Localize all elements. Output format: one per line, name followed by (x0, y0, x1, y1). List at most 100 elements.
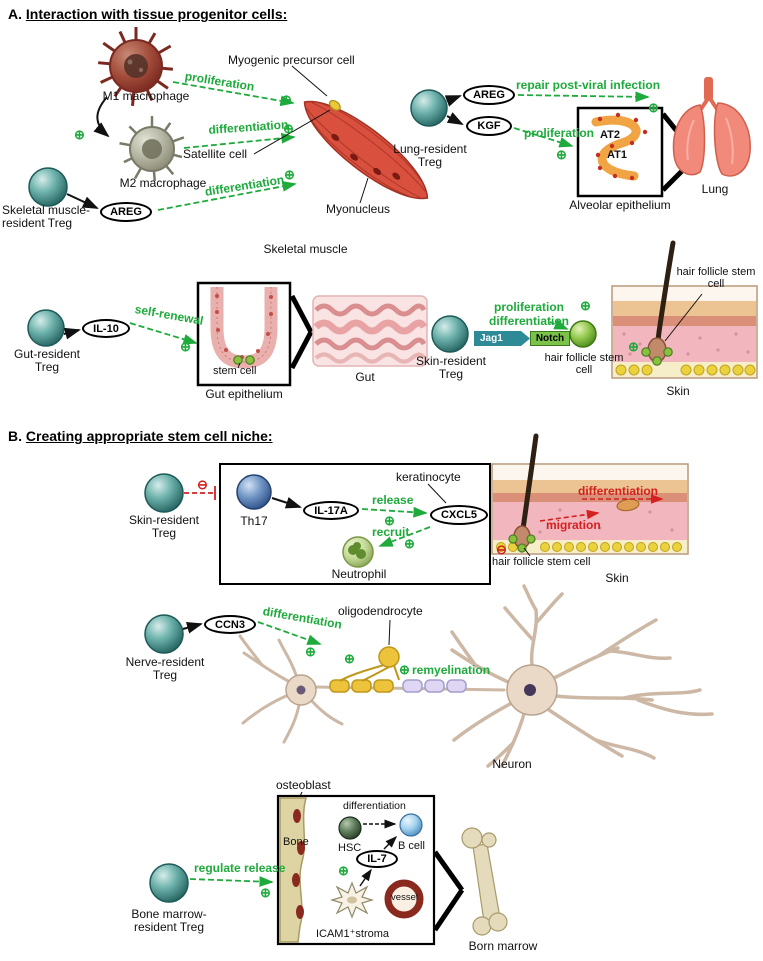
plus-symbol: ⊕ (628, 339, 639, 354)
treg-to-il10-arrow (63, 327, 81, 340)
niche-box-skin (219, 463, 491, 585)
b-cell-label: B cell (398, 840, 425, 852)
right-neuron-drawing (450, 584, 714, 768)
bone-marrow-treg-cell (149, 863, 189, 903)
plus-symbol: ⊕ (281, 92, 292, 107)
at2-label: AT2 (600, 129, 620, 141)
differentiation-label-skin: differentiation (489, 314, 569, 328)
neutrophil-label: Neutrophil (331, 567, 387, 581)
bone-marrow-treg-label: Bone marrow-resident Treg (131, 907, 207, 935)
gut-treg-label: Gut-resident Treg (13, 347, 81, 375)
plus-symbol: ⊕ (260, 885, 271, 900)
th17-cell (236, 474, 272, 510)
treg-to-areg-arrow (66, 193, 99, 209)
lung-treg-cell (410, 89, 448, 127)
nerve-treg-label: Nerve-resident Treg (125, 655, 205, 683)
migration-label: migration (546, 518, 601, 532)
th17-label: Th17 (240, 514, 268, 528)
panel-a-header: A. Interaction with tissue progenitor ce… (8, 6, 287, 22)
gut-stem-cell-label: stem cell (213, 365, 257, 377)
migrating-stem-cell (616, 498, 640, 512)
m1-macrophage-label: M1 macrophage (102, 89, 190, 103)
bone-strip-drawing (279, 797, 307, 943)
panel-a-label: A. (8, 6, 22, 22)
differentiation-arrow-areg (157, 181, 297, 211)
differentiation-arrow-nerve (257, 621, 322, 645)
recruit-label: recruit (372, 525, 410, 539)
plus-symbol: ⊕ (404, 536, 415, 551)
oligodendrocyte-label: oligodendrocyte (338, 604, 423, 618)
femur-callout-bracket (432, 850, 465, 932)
plus-symbol: ⊕ (180, 339, 191, 354)
notch-tag: Notch (530, 331, 570, 346)
areg-pill-lung: AREG (463, 85, 515, 105)
gut-label: Gut (355, 370, 375, 384)
migration-arrow (539, 509, 600, 522)
il10-pill: IL-10 (82, 319, 130, 338)
regulate-release-arrow (189, 876, 274, 887)
remyelination-label: remyelination (412, 663, 491, 677)
keratinocyte-label: keratinocyte (396, 470, 461, 484)
born-marrow-label: Born marrow (468, 939, 538, 953)
b-cell (399, 813, 423, 837)
stroma-to-il7-arrow (359, 868, 372, 887)
panel-a-title: Interaction with tissue progenitor cells… (25, 6, 288, 22)
nerve-treg-cell (144, 614, 184, 654)
plus-symbol: ⊕ (305, 644, 316, 659)
il7-to-bcell-arrow (383, 835, 398, 850)
il17a-pill: IL-17A (303, 501, 359, 520)
hfsc-label-a: hair follicle stem cell (544, 352, 624, 377)
satellite-pointer-line (253, 109, 331, 155)
plus-symbol: ⊕ (384, 513, 395, 528)
treg-to-kgf-arrow (446, 112, 464, 125)
myelin-segments (329, 679, 467, 693)
skeletal-muscle-treg-label: Skeletal muscle-resident Treg (2, 203, 91, 231)
plus-symbol: ⊕ (580, 298, 591, 313)
areg-pill-muscle: AREG (100, 202, 152, 222)
hsc-cell (338, 816, 362, 840)
hair-follicle-stem-cell-a (569, 320, 597, 348)
m2-macrophage-label: M2 macrophage (119, 176, 207, 190)
osteoblast-label: osteoblast (276, 778, 331, 792)
gut-crypt-drawing (210, 287, 278, 369)
il7-pill: IL-7 (356, 850, 398, 868)
differentiation-label-skin-b: differentiation (578, 484, 658, 498)
jag1-tag: Jag1 (474, 331, 530, 346)
m1-to-m2-arrow (93, 96, 110, 138)
skeletal-muscle-label: Skeletal muscle (263, 242, 348, 256)
neutrophil-cell (342, 536, 374, 568)
m1-macrophage-cell (98, 27, 173, 106)
satellite-cell-dot (328, 99, 341, 111)
proliferation-arrow-muscle (172, 81, 295, 107)
skin-drawing-a (611, 240, 758, 379)
myonucleus-dot (331, 133, 340, 141)
skin-treg-label-b: Skin-resident Treg (128, 513, 200, 541)
vessel-label: vessel (391, 892, 418, 903)
myonucleus-pointer-line (359, 177, 369, 204)
panel-b-header: B. Creating appropriate stem cell niche: (8, 428, 273, 444)
skeletal-muscle-treg-cell (28, 167, 68, 207)
panel-b-title: Creating appropriate stem cell niche: (25, 428, 273, 444)
minus-symbol: ⊖ (197, 477, 208, 492)
femur-drawing (461, 827, 508, 936)
plus-symbol: ⊕ (399, 662, 410, 677)
keratinocyte-pointer-line (427, 483, 447, 504)
at1-label: AT1 (607, 149, 627, 161)
skin-treg-cell-b (144, 473, 184, 513)
hsc-label: HSC (338, 842, 362, 854)
lung-drawing (672, 77, 751, 177)
icam1-stroma-label: ICAM1⁺stroma (315, 928, 390, 940)
skin-label-b: Skin (605, 571, 629, 585)
oligodendrocyte-cell (339, 646, 400, 682)
plus-symbol: ⊕ (338, 863, 349, 878)
bone-label: Bone (283, 836, 309, 848)
gut-epithelium-label: Gut epithelium (205, 387, 283, 401)
proliferation-label-lung: proliferation (524, 126, 595, 140)
skin-label-a: Skin (666, 384, 690, 398)
gut-callout-bracket (289, 294, 314, 370)
myogenic-precursor-label: Myogenic precursor cell (228, 53, 355, 67)
oligodendrocyte-pointer-line (388, 619, 391, 646)
notch-action-arrow (549, 319, 569, 330)
